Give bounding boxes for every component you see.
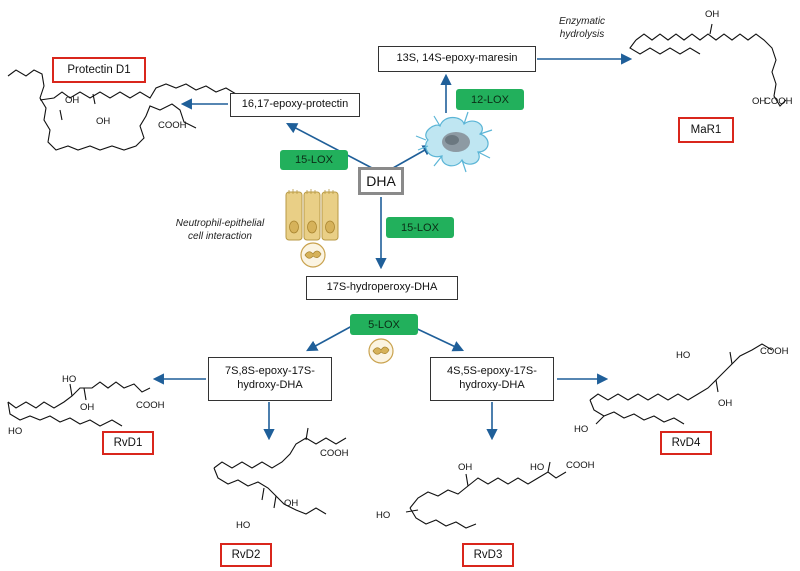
label-oh: OH bbox=[65, 95, 79, 106]
label-ho: HO bbox=[376, 510, 390, 521]
arrow-dha-to-epoxy-protectin bbox=[286, 122, 373, 169]
epoxy-4s5s-label-line1: 4S,5S-epoxy-17S- bbox=[447, 365, 537, 378]
arrow-hydroperoxy-to-7s8s bbox=[306, 325, 353, 352]
product-rvd2: RvD2 bbox=[220, 543, 272, 567]
protectin-d1-structure bbox=[7, 69, 237, 151]
product-rvd3-label: RvD3 bbox=[473, 549, 503, 561]
label-cooh: COOH bbox=[764, 96, 793, 107]
epoxy-7s8s-box: 7S,8S-epoxy-17S- hydroxy-DHA bbox=[208, 357, 332, 401]
label-oh: OH bbox=[80, 402, 94, 413]
label-oh: OH bbox=[705, 9, 719, 20]
product-rvd4: RvD4 bbox=[660, 431, 712, 455]
epoxy-4s5s-box: 4S,5S-epoxy-17S- hydroxy-DHA bbox=[430, 357, 554, 401]
neutrophil-icon bbox=[300, 242, 326, 268]
neutrophil-note-line2: cell interaction bbox=[188, 230, 252, 242]
enzyme-15lox-left: 15-LOX bbox=[280, 150, 348, 170]
arrow-hydroperoxy-to-4s5s bbox=[410, 325, 465, 352]
product-rvd1-label: RvD1 bbox=[113, 437, 143, 449]
enzyme-15lox-left-label: 15-LOX bbox=[295, 154, 333, 166]
enzyme-15lox-bottom-label: 15-LOX bbox=[401, 221, 439, 234]
hydroperoxy-label: 17S-hydroperoxy-DHA bbox=[326, 281, 438, 294]
label-cooh: COOH bbox=[136, 400, 165, 411]
product-rvd3: RvD3 bbox=[462, 543, 514, 567]
product-protectin-d1: Protectin D1 bbox=[52, 57, 146, 83]
rvd1-structure bbox=[7, 381, 151, 427]
label-ho: HO bbox=[530, 462, 544, 473]
product-rvd1: RvD1 bbox=[102, 431, 154, 455]
mar1-structure bbox=[629, 23, 787, 107]
epoxy-protectin-box: 16,17-epoxy-protectin bbox=[230, 93, 360, 117]
neutrophil-interaction-note: Neutrophil-epithelial cell interaction bbox=[160, 218, 280, 243]
product-mar1: MaR1 bbox=[678, 117, 734, 143]
enzymatic-hydrolysis-note: Enzymatic hydrolysis bbox=[532, 16, 632, 41]
label-ho: HO bbox=[676, 350, 690, 361]
label-ho: HO bbox=[8, 426, 22, 437]
arrow-dha-to-macrophage bbox=[392, 144, 434, 169]
label-cooh: COOH bbox=[566, 460, 595, 471]
enzyme-12lox: 12-LOX bbox=[456, 89, 524, 110]
dha-label: DHA bbox=[366, 173, 396, 189]
label-ho: HO bbox=[574, 424, 588, 435]
label-oh: OH bbox=[458, 462, 472, 473]
enzyme-5lox: 5-LOX bbox=[350, 314, 418, 335]
product-rvd4-label: RvD4 bbox=[671, 437, 701, 449]
label-cooh: COOH bbox=[760, 346, 789, 357]
chem-labels: OH OH COOH OH OH COOH HO OH COOH HO COOH… bbox=[8, 9, 793, 531]
enzyme-15lox-bottom: 15-LOX bbox=[386, 217, 454, 238]
enzymatic-note-line1: Enzymatic bbox=[558, 16, 606, 27]
hydroperoxy-box: 17S-hydroperoxy-DHA bbox=[306, 276, 458, 300]
product-protectin-d1-label: Protectin D1 bbox=[67, 64, 131, 76]
rvd4-structure bbox=[589, 343, 773, 425]
enzymatic-note-line2: hydrolysis bbox=[559, 28, 605, 40]
epoxy-7s8s-label-line1: 7S,8S-epoxy-17S- bbox=[225, 365, 315, 378]
neutrophil-icon bbox=[368, 338, 394, 364]
neutrophil-note-line1: Neutrophil-epithelial bbox=[175, 218, 265, 229]
epoxy-maresin-label: 13S, 14S-epoxy-maresin bbox=[396, 52, 518, 65]
pathway-arrows bbox=[152, 53, 633, 441]
epoxy-4s5s-label-line2: hydroxy-DHA bbox=[459, 379, 525, 391]
epoxy-maresin-box: 13S, 14S-epoxy-maresin bbox=[378, 46, 536, 72]
label-oh: OH bbox=[752, 96, 766, 107]
label-ho: HO bbox=[62, 374, 76, 385]
rvd2-structure bbox=[213, 427, 347, 515]
label-cooh: COOH bbox=[158, 120, 187, 131]
product-rvd2-label: RvD2 bbox=[231, 549, 261, 561]
epithelial-cells-icon bbox=[285, 189, 339, 241]
label-oh: OH bbox=[96, 116, 110, 127]
enzyme-12lox-label: 12-LOX bbox=[471, 93, 509, 106]
enzyme-5lox-label: 5-LOX bbox=[368, 318, 400, 331]
rvd3-structure bbox=[405, 461, 567, 529]
label-oh: OH bbox=[284, 498, 298, 509]
macrophage-icon bbox=[415, 111, 493, 173]
dha-box: DHA bbox=[358, 167, 404, 195]
label-ho: HO bbox=[236, 520, 250, 531]
product-mar1-label: MaR1 bbox=[690, 124, 722, 136]
label-cooh: COOH bbox=[320, 448, 349, 459]
epoxy-protectin-label: 16,17-epoxy-protectin bbox=[241, 98, 349, 111]
label-oh: OH bbox=[718, 398, 732, 409]
epoxy-7s8s-label-line2: hydroxy-DHA bbox=[237, 379, 303, 391]
